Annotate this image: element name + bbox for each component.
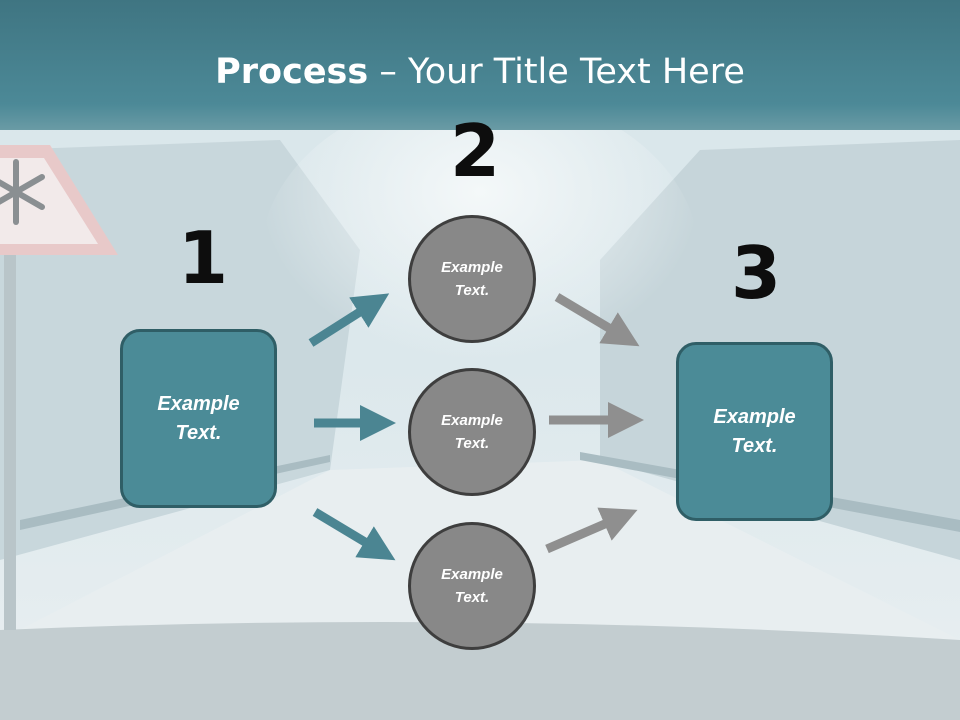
step-3-box: Example Text. [676, 342, 833, 521]
arrow-to-bottom [312, 508, 396, 561]
circle-top: Example Text. [408, 215, 536, 343]
step-1-box: Example Text. [120, 329, 277, 508]
arrow-to-top [308, 293, 390, 347]
snowflake-icon [0, 159, 45, 225]
title-rest: – Your Title Text Here [368, 52, 745, 92]
step-number-1: 1 [178, 216, 229, 300]
circle-middle: Example Text. [408, 368, 536, 496]
slide-title: Process – Your Title Text Here [0, 52, 960, 92]
step-number-2: 2 [450, 109, 501, 193]
title-bar [0, 0, 960, 130]
title-bold: Process [215, 52, 369, 92]
arrow-from-bottom [545, 507, 638, 554]
arrow-from-top [554, 293, 640, 347]
circle-bottom: Example Text. [408, 522, 536, 650]
step-number-3: 3 [731, 231, 782, 315]
